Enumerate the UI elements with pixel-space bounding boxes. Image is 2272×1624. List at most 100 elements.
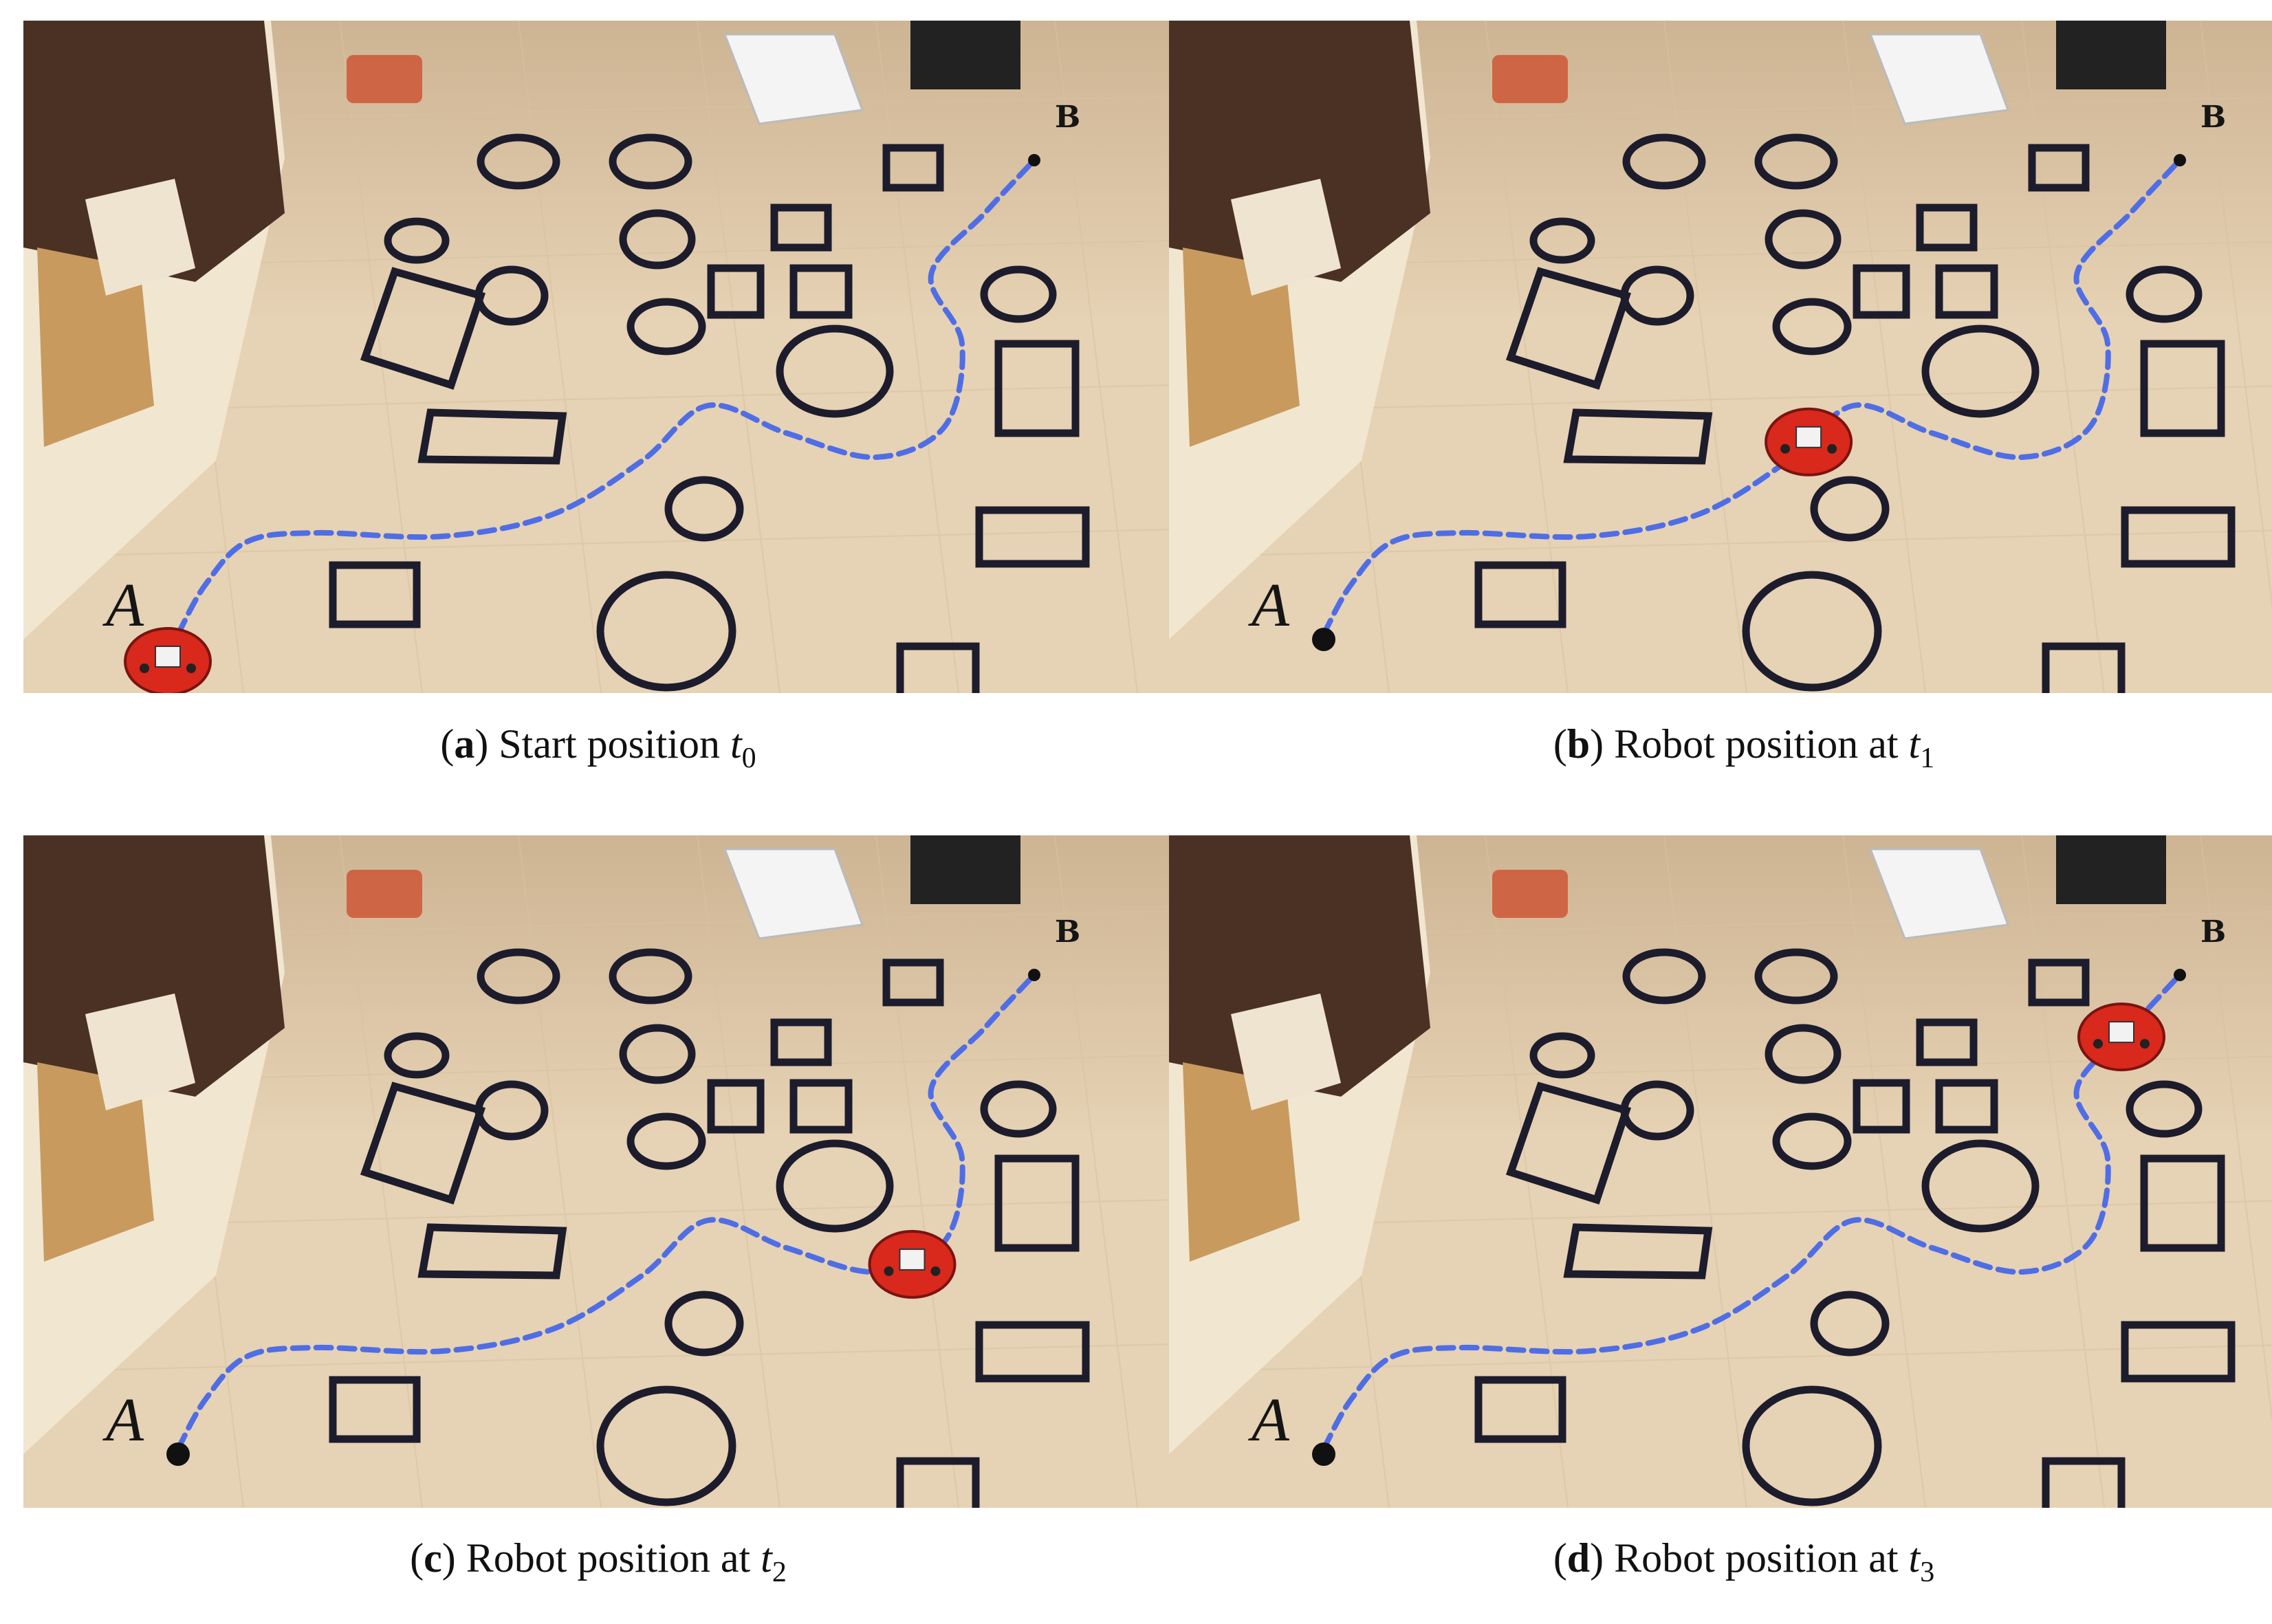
obstacle-markers	[1474, 133, 2236, 693]
wooden-crate	[1231, 994, 1341, 1110]
rectangle-marker	[707, 264, 765, 319]
circle-marker	[664, 1291, 744, 1357]
rectangle-marker	[770, 1018, 832, 1066]
goal-marker	[2174, 969, 2186, 981]
planned-path	[175, 159, 1036, 637]
person-legs	[2056, 835, 2166, 904]
circle-marker	[1622, 948, 1706, 1005]
goal-label: B	[2200, 100, 2226, 135]
robot	[124, 627, 212, 693]
rectangle-marker	[1853, 264, 1910, 319]
rectangle-marker	[770, 204, 832, 252]
circle-marker	[1754, 133, 1838, 190]
circle-marker	[596, 1385, 736, 1506]
person-legs	[2056, 21, 2166, 89]
obstacle-markers	[329, 948, 1090, 1508]
rectangle-marker	[1916, 204, 1978, 252]
start-marker	[166, 1442, 190, 1466]
circle-marker	[596, 571, 736, 692]
time-index: 3	[1920, 1557, 1935, 1588]
laptop	[1868, 848, 2010, 940]
circle-marker	[1742, 1385, 1882, 1506]
caption-c: (c) Robot position at t2	[410, 1535, 787, 1588]
rectangle-marker	[417, 1223, 567, 1280]
rectangle-marker	[417, 408, 567, 465]
rectangle-marker	[1474, 561, 1566, 628]
circle-marker	[619, 1024, 696, 1084]
time-symbol: t	[1908, 721, 1921, 767]
obstacle-markers	[329, 133, 1090, 693]
robot	[868, 1229, 957, 1299]
circle-marker	[980, 265, 1057, 323]
cardboard-box	[37, 1062, 154, 1262]
rectangle-marker	[882, 958, 944, 1007]
caption-text: Robot position at	[466, 1535, 751, 1581]
circle-marker	[609, 133, 692, 190]
circle-marker	[776, 1139, 894, 1233]
rectangle-marker	[1563, 408, 1713, 465]
time-index: 2	[772, 1557, 787, 1588]
person-legs	[910, 21, 1020, 89]
planned-path	[1321, 159, 2181, 637]
caption-a: (a) Start position t0	[440, 721, 756, 774]
circle-marker	[1742, 571, 1882, 692]
rectangle-marker	[789, 1079, 853, 1134]
caption-b: (b) Robot position at t1	[1553, 721, 1935, 774]
start-label: A	[102, 1386, 144, 1454]
floor-scene: BA	[23, 21, 1173, 693]
caption-text: Robot position at	[1614, 1535, 1899, 1581]
rectangle-marker	[360, 267, 486, 390]
rectangle-marker	[2028, 144, 2090, 192]
time-symbol: t	[730, 721, 742, 767]
rectangle-marker	[2140, 1154, 2225, 1252]
cabinet	[1169, 835, 1430, 1097]
robot	[2077, 1002, 2165, 1072]
cabinet	[1169, 21, 1430, 282]
circle-marker	[609, 948, 692, 1005]
circle-marker	[619, 209, 696, 270]
rectangle-marker	[2140, 340, 2225, 437]
obstacle-markers	[1474, 948, 2236, 1508]
circle-marker	[776, 325, 894, 418]
cardboard-box	[1183, 248, 1300, 447]
floor-scene: BA	[23, 835, 1173, 1508]
floor-scene: BA	[1169, 835, 2272, 1508]
wooden-crate	[1231, 179, 1341, 296]
goal-label: B	[2200, 914, 2226, 950]
rectangle-marker	[896, 642, 980, 693]
rectangle-marker	[994, 1154, 1080, 1252]
rectangle-marker	[789, 264, 853, 319]
rectangle-marker	[707, 1079, 765, 1134]
circle-marker	[384, 217, 450, 264]
person-legs	[910, 835, 1020, 904]
cabinet	[23, 835, 285, 1097]
rectangle-marker	[1916, 1018, 1978, 1066]
rectangle-marker	[2028, 958, 2090, 1007]
cables	[347, 55, 422, 103]
robot	[1765, 407, 1853, 476]
laptop	[723, 848, 864, 940]
start-label: A	[102, 571, 144, 639]
caption-d: (d) Robot position at t3	[1553, 1535, 1935, 1588]
circle-marker	[1921, 325, 2040, 418]
cardboard-box	[37, 248, 154, 447]
time-index: 1	[1920, 743, 1935, 774]
cabinet	[23, 21, 285, 282]
goal-label: B	[1055, 914, 1080, 950]
rectangle-marker	[1563, 1223, 1713, 1280]
rectangle-marker	[896, 1457, 980, 1508]
circle-marker	[980, 1080, 1057, 1138]
planned-path	[1321, 974, 2181, 1451]
wooden-crate	[85, 994, 195, 1110]
rectangle-marker	[2042, 1457, 2126, 1508]
caption-letter: b	[1566, 721, 1591, 767]
floor-scene: BA	[1169, 21, 2272, 693]
caption-letter: d	[1566, 1535, 1591, 1581]
circle-marker	[626, 298, 706, 355]
cables	[1492, 55, 1568, 103]
time-index: 0	[741, 743, 756, 774]
